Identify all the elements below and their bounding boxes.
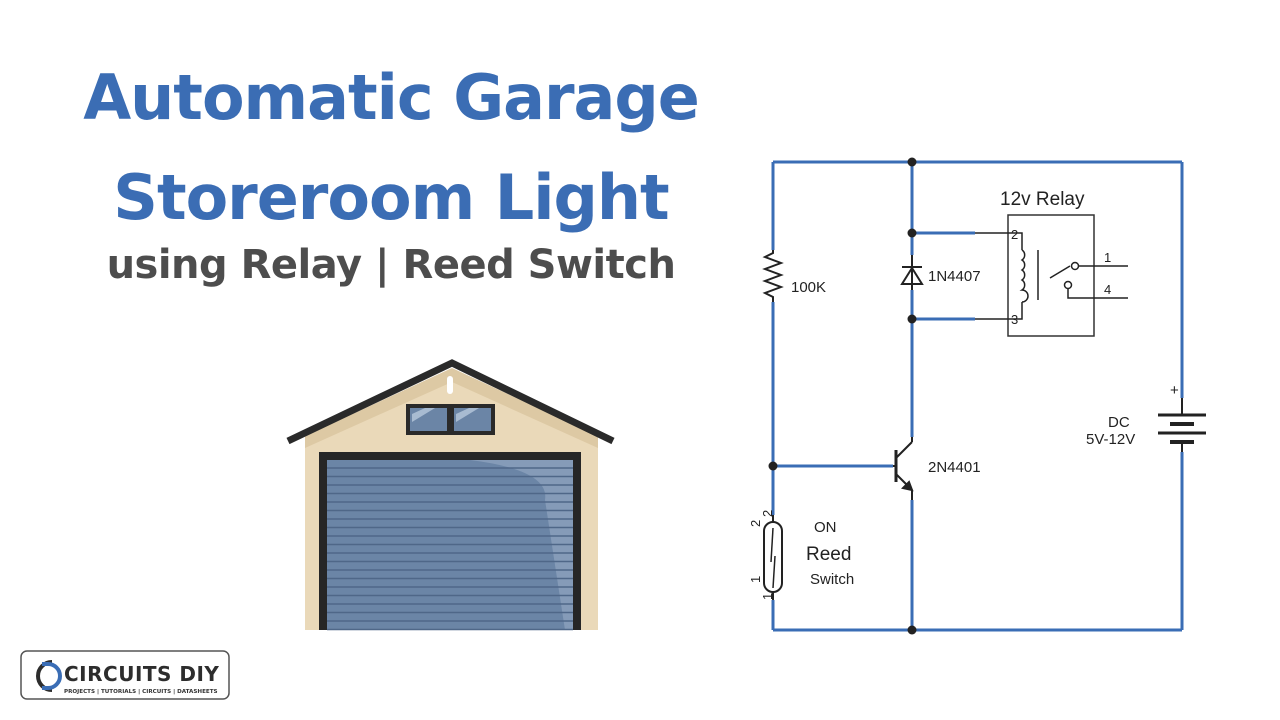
reed-pin-2b: 2 bbox=[760, 510, 775, 517]
garage-roof bbox=[286, 359, 615, 445]
transistor-symbol bbox=[893, 437, 914, 500]
title-line-2: Storeroom Light bbox=[113, 161, 669, 234]
reed-label: Reed bbox=[806, 544, 851, 565]
logo-tagline: PROJECTS | TUTORIALS | CIRCUITS | DATASH… bbox=[64, 689, 218, 695]
window-glare-right bbox=[456, 408, 479, 422]
resistor-symbol bbox=[762, 250, 784, 302]
diode-symbol bbox=[900, 255, 924, 290]
battery-label-dc: DC bbox=[1108, 414, 1130, 431]
transistor-emitter-arrow bbox=[901, 480, 914, 492]
logo-brand-text: CIRCUITS DIY bbox=[64, 662, 219, 686]
battery-symbol bbox=[1158, 398, 1206, 452]
relay-contact-arm bbox=[1049, 265, 1071, 279]
junction-dot bbox=[768, 461, 778, 471]
diode-label: 1N4407 bbox=[928, 268, 981, 285]
garage-vent bbox=[447, 376, 453, 394]
battery-label-voltage: 5V-12V bbox=[1086, 431, 1135, 448]
junction-dot bbox=[907, 314, 917, 324]
window-glare-left bbox=[412, 408, 435, 422]
junction-dots bbox=[768, 157, 917, 635]
relay-pin-1: 1 bbox=[1104, 250, 1111, 265]
reed-label-switch: Switch bbox=[810, 571, 854, 588]
reed-state-label: ON bbox=[814, 519, 837, 536]
logo-border bbox=[20, 650, 230, 700]
brand-logo: CIRCUITS DIY PROJECTS | TUTORIALS | CIRC… bbox=[20, 650, 230, 700]
resistor-label: 100K bbox=[791, 279, 826, 296]
battery-plus: + bbox=[1170, 382, 1179, 399]
reed-pin-1a: 1 bbox=[748, 576, 763, 583]
relay-coil bbox=[975, 232, 1128, 320]
relay-pin-3: 3 bbox=[1011, 312, 1018, 327]
relay-coil-winding bbox=[1019, 249, 1029, 303]
reed-pin-1b: 1 bbox=[760, 593, 775, 600]
subtitle: using Relay | Reed Switch bbox=[106, 242, 676, 288]
junction-dot bbox=[907, 228, 917, 238]
garage-icon bbox=[286, 359, 615, 631]
garage-door-slats bbox=[327, 467, 573, 631]
reed-contact-bottom bbox=[772, 555, 776, 589]
circuit-schematic bbox=[771, 160, 1184, 632]
reed-switch-symbol bbox=[763, 515, 783, 600]
logo-cd-icon bbox=[36, 660, 62, 692]
relay-contact-top bbox=[1070, 261, 1080, 271]
relay-contact-bottom bbox=[1063, 280, 1073, 290]
title-line-1: Automatic Garage bbox=[83, 61, 700, 134]
logo-d-shape bbox=[42, 662, 62, 690]
junction-dot bbox=[907, 625, 917, 635]
junction-dot bbox=[907, 157, 917, 167]
relay-title: 12v Relay bbox=[1000, 189, 1085, 210]
relay-coil-lead-bottom bbox=[975, 302, 1023, 320]
relay-box bbox=[1007, 214, 1095, 337]
diode-triangle bbox=[900, 266, 924, 285]
transistor-label: 2N4401 bbox=[928, 459, 981, 476]
reed-contact-top bbox=[770, 527, 774, 563]
transistor-collector bbox=[895, 441, 913, 459]
reed-pin-2a: 2 bbox=[748, 520, 763, 527]
relay-pin-2: 2 bbox=[1011, 227, 1018, 242]
relay-pin4-lead bbox=[1067, 289, 1128, 299]
relay-pin-4: 4 bbox=[1104, 282, 1111, 297]
relay-coil-lead-top bbox=[975, 232, 1023, 250]
